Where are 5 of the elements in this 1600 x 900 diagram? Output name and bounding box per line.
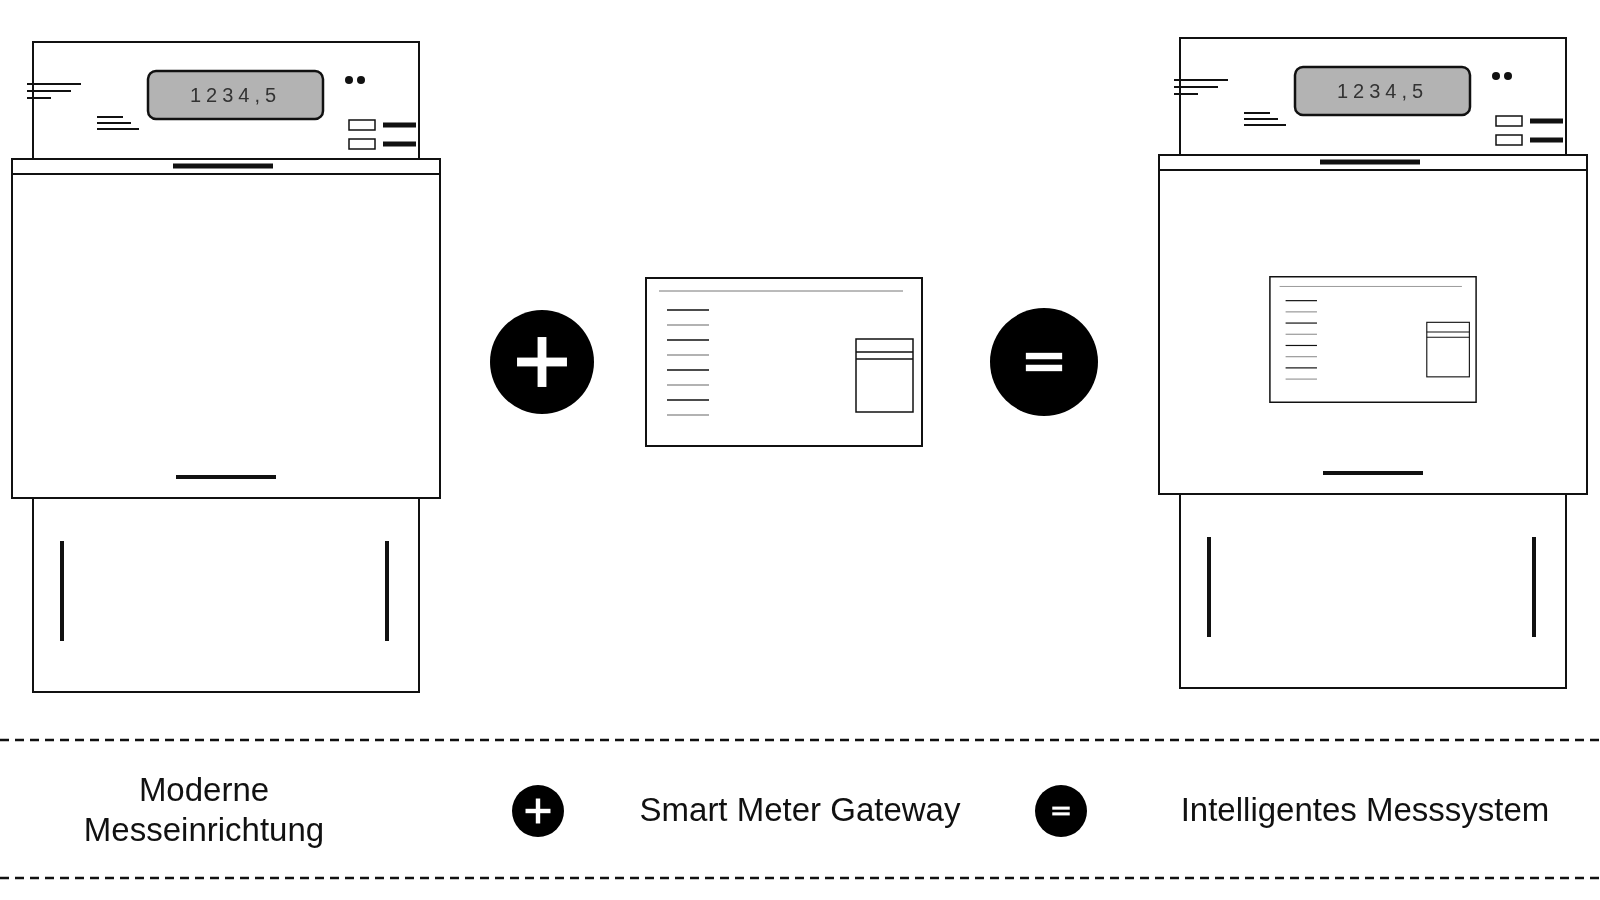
caption-label: Intelligentes Messsystem <box>1179 790 1551 830</box>
meter-reading: 1234,5 <box>188 83 283 108</box>
caption-label: Smart Meter Gateway <box>638 790 962 830</box>
caption-label: Moderne Messeinrichtung <box>82 770 326 850</box>
meter-reading: 1234,5 <box>1335 79 1430 104</box>
